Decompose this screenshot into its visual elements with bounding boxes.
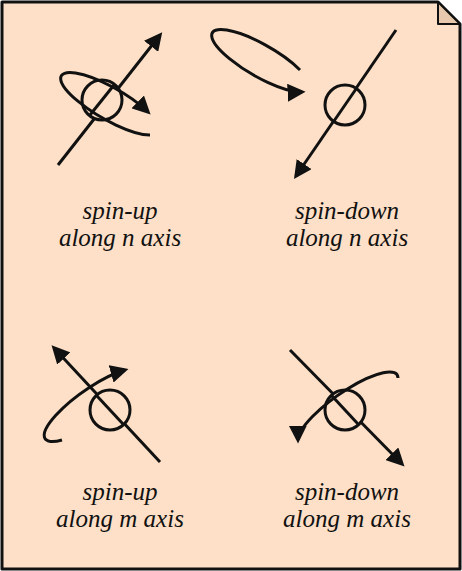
spin-caption: spin-up along m axis (56, 478, 184, 532)
spin-down-n-symbol (212, 30, 396, 176)
spin-down-m-symbol (290, 350, 402, 464)
spin-up-m-symbol (44, 348, 160, 462)
spin-up-n-symbol (58, 35, 160, 165)
spin-caption: spin-up along n axis (56, 197, 184, 251)
spin-caption: spin-down along n axis (283, 197, 411, 251)
spin-caption: spin-down along m axis (283, 478, 411, 532)
folded-corner (438, 2, 460, 24)
